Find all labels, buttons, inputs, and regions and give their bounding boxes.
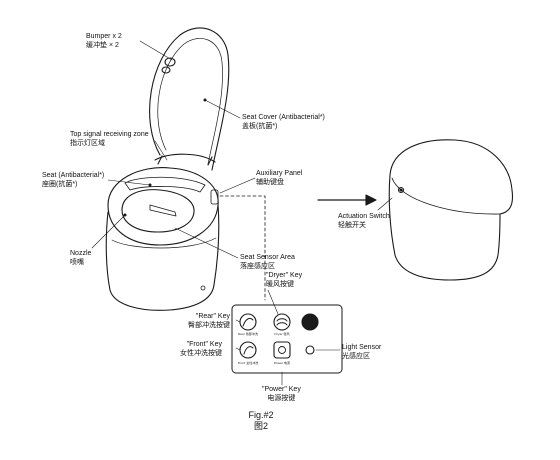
auxiliary-panel-shape — [210, 189, 219, 205]
light-sensor-shape — [305, 345, 315, 355]
auxiliary-panel-label: Auxiliary Panel 辅助键盘 — [256, 170, 303, 186]
seat-cover-label: Seat Cover (Antibacterial*) 盖板(抗菌*) — [242, 114, 325, 130]
power-caption: Power 电源 — [274, 360, 290, 365]
seat-ring — [107, 167, 219, 246]
figure-caption: Fig.#2 图2 — [248, 410, 274, 431]
rear-key-label: "Rear" Key 臀部冲洗按键 — [188, 313, 230, 329]
toilet-base — [105, 204, 220, 311]
top-signal-label: Top signal receiving zone 指示灯区域 — [70, 131, 149, 147]
bumper-label: Bumper x 2 缓冲垫 × 2 — [86, 33, 122, 49]
front-key-shape — [239, 341, 257, 359]
toilet-illustration — [105, 27, 230, 311]
light-sensor-label: Light Sensor 光感应区 — [342, 344, 382, 360]
power-key-label: "Power" Key 电源按键 — [262, 386, 301, 402]
front-caption: Front 女性冲洗 — [238, 360, 259, 365]
seat-sensor-label: Seat Sensor Area 落座感应区 — [240, 254, 295, 270]
leader-lines-panel — [235, 289, 341, 386]
indicator-dot — [301, 313, 319, 331]
bumper-bottom — [161, 66, 171, 74]
rear-key-shape — [239, 313, 257, 331]
seat-cover-shape — [149, 27, 230, 171]
leader-lines-left — [91, 40, 256, 259]
power-key-shape — [273, 341, 291, 359]
actuation-switch-shape — [397, 186, 405, 194]
actuation-switch-label: Actuation Switch 轻触开关 — [338, 213, 390, 229]
nozzle-shape — [149, 204, 177, 217]
bumper-top — [164, 57, 176, 67]
dryer-caption: Dryer 暖风 — [274, 331, 289, 336]
toilet-closed-illustration — [377, 139, 514, 281]
rear-caption: Rear 臀部冲洗 — [238, 331, 258, 336]
nozzle-label: Nozzle 喷嘴 — [70, 250, 92, 266]
control-panel — [231, 304, 343, 374]
dashed-callout — [219, 195, 266, 301]
arrow — [317, 194, 377, 206]
dryer-key-shape — [273, 313, 291, 331]
seat-label: Seat (Antibacterial*) 座圈(抗菌*) — [42, 172, 105, 188]
front-key-label: "Front" Key 女性冲洗按键 — [180, 341, 222, 357]
dryer-key-label: "Dryer" Key 暖风按键 — [266, 272, 303, 288]
